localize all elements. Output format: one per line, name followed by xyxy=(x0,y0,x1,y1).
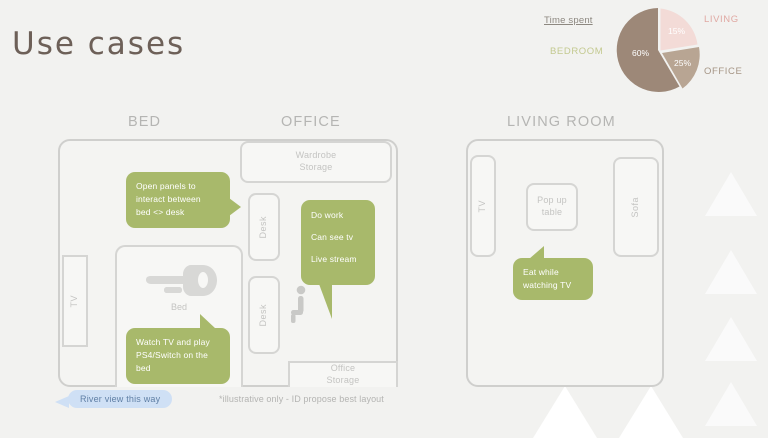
callout-watch-tv: Watch TV and play PS4/Switch on the bed xyxy=(126,314,230,384)
furniture-wardrobe-storage: Wardrobe Storage xyxy=(240,141,392,183)
pie-slice-office xyxy=(662,47,700,89)
decorative-triangle-icon xyxy=(533,386,597,438)
legend-item-living: LIVING xyxy=(704,14,739,25)
pie-slice-living xyxy=(660,8,698,51)
furniture-label-line1: Wardrobe xyxy=(295,150,337,161)
decorative-triangle-icon xyxy=(705,317,757,361)
furniture-desk-lower: Desk xyxy=(248,276,280,354)
furniture-label-line2: Storage xyxy=(299,162,333,172)
callout-line: Watch TV and play xyxy=(136,337,210,347)
pie-svg xyxy=(616,8,700,92)
furniture-label-bed: Bed xyxy=(170,302,187,312)
page-title: Use cases xyxy=(12,26,186,62)
furniture-label-line1: Pop up xyxy=(537,195,567,206)
furniture-sofa: Sofa xyxy=(613,157,659,257)
decorative-triangle-icon xyxy=(619,386,683,438)
callout-line: watching TV xyxy=(523,280,572,291)
furniture-office-storage: Office Storage xyxy=(288,361,398,387)
decorative-triangle-icon xyxy=(705,382,757,426)
callout-line: bed <> desk xyxy=(136,207,185,218)
furniture-label: TV xyxy=(477,199,488,213)
bed-icon xyxy=(145,265,217,304)
furniture-popup-table: Pop up table xyxy=(526,183,578,231)
pie-slice-bedroom xyxy=(616,8,680,92)
furniture-label-line2: Storage xyxy=(326,375,360,385)
room-header-office: OFFICE xyxy=(281,114,341,130)
callout-office-work: Do work Can see tv Live stream xyxy=(301,200,375,319)
callout-open-panels: Open panels to interact between bed <> d… xyxy=(126,172,241,228)
callout-tail xyxy=(200,314,216,329)
time-spent-chart: Time spent BEDROOM LIVING OFFICE 60% 25%… xyxy=(536,4,768,96)
chart-title: Time spent xyxy=(544,15,593,26)
callout-line: bed xyxy=(136,363,151,374)
callout-tail xyxy=(319,283,332,319)
pie-value-living: 15% xyxy=(668,26,686,36)
pie-value-office: 25% xyxy=(674,58,692,68)
furniture-label-line1: Office xyxy=(330,363,356,374)
furniture-label-line2: table xyxy=(541,207,563,217)
furniture-desk-upper: Desk xyxy=(248,193,280,261)
legend-item-office: OFFICE xyxy=(704,66,743,77)
callout-line: interact between xyxy=(136,194,201,205)
callout-line: PS4/Switch on the xyxy=(136,350,209,361)
callout-line: Do work xyxy=(311,210,344,220)
legend-item-bedroom: BEDROOM xyxy=(550,46,604,57)
callout-line: Live stream xyxy=(311,254,357,265)
decorative-triangle-icon xyxy=(705,172,757,216)
room-header-bed: BED xyxy=(128,114,162,130)
furniture-label: Desk xyxy=(258,303,269,327)
furniture-tv-bedroom: TV xyxy=(62,255,88,347)
callout-tail xyxy=(529,246,544,259)
furniture-label: Sofa xyxy=(630,196,641,218)
callout-line: Eat while xyxy=(523,267,559,277)
room-header-living: LIVING ROOM xyxy=(507,114,616,130)
person-sitting-icon xyxy=(290,285,316,328)
decorative-triangle-icon xyxy=(705,250,757,294)
callout-line: Can see tv xyxy=(311,232,354,243)
furniture-label: TV xyxy=(69,294,80,308)
callout-line: Open panels to xyxy=(136,181,196,191)
disclaimer-note: *illustrative only - ID propose best lay… xyxy=(219,394,384,404)
furniture-tv-living: TV xyxy=(470,155,496,257)
callout-eat-while-watching: Eat while watching TV xyxy=(513,246,593,301)
pie-value-bedroom: 60% xyxy=(632,48,650,58)
furniture-label: Desk xyxy=(258,215,269,239)
callout-tail xyxy=(229,198,241,216)
pie-graphic: 60% 25% 15% xyxy=(614,6,702,94)
river-view-arrow-icon xyxy=(55,396,69,408)
river-view-note: River view this way xyxy=(68,390,173,408)
